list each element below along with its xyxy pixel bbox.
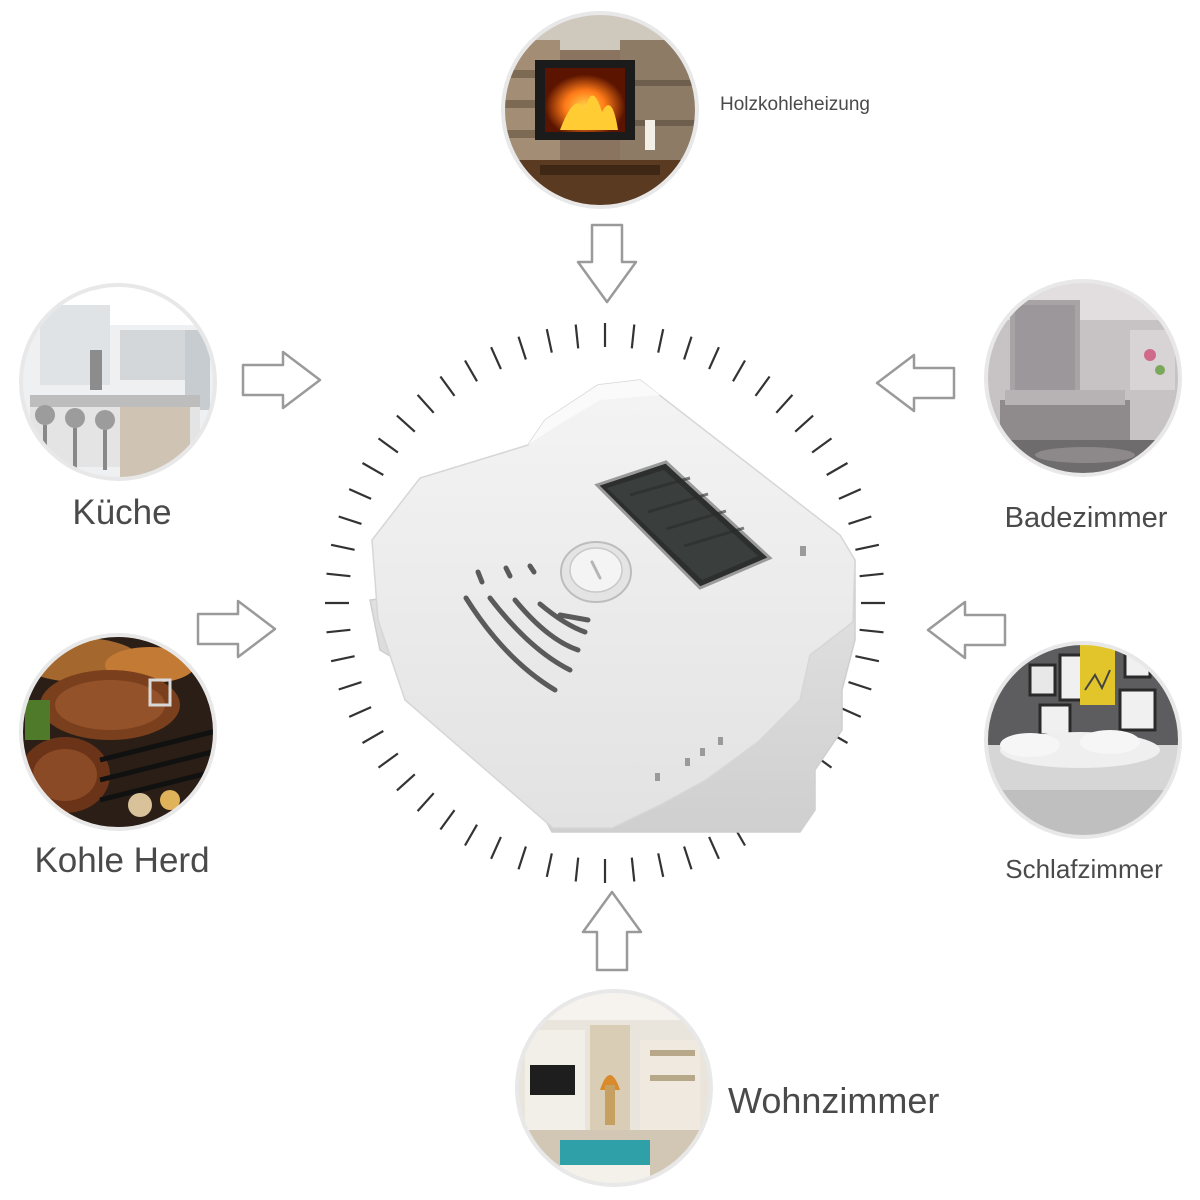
lcd-display xyxy=(594,460,773,590)
ring-tick xyxy=(416,792,435,812)
ring-tick xyxy=(439,375,456,397)
ring-tick xyxy=(439,809,456,831)
ring-tick xyxy=(826,462,849,476)
ring-tick xyxy=(574,324,580,349)
power-icon xyxy=(590,560,602,580)
label-wohnzimmer: Wohnzimmer xyxy=(728,1080,939,1121)
location-left-upper: Küche xyxy=(19,283,217,532)
label-schlafzimmer: Schlafzimmer xyxy=(1005,854,1163,884)
ring-tick xyxy=(657,853,665,878)
ring-tick xyxy=(838,488,862,500)
grill-icon xyxy=(21,635,215,829)
arrow-left-right-lower xyxy=(926,600,1007,660)
ring-tick xyxy=(848,681,872,691)
ring-tick xyxy=(732,359,746,382)
ring-tick xyxy=(330,543,355,551)
label-kueche: Küche xyxy=(72,493,171,532)
location-left-lower: Kohle Herd xyxy=(19,633,217,880)
ring-tick xyxy=(416,394,435,414)
speaker-grille xyxy=(463,563,591,693)
ring-tick xyxy=(490,346,502,370)
ring-tick xyxy=(330,655,355,663)
ring-tick xyxy=(855,655,880,663)
ring-tick xyxy=(683,846,693,870)
indicator-dots xyxy=(655,546,806,781)
ring-tick xyxy=(348,706,372,718)
location-right-upper: Badezimmer xyxy=(984,279,1182,534)
ring-tick xyxy=(517,846,527,870)
living-room-icon xyxy=(517,991,711,1185)
label-kohle-herd: Kohle Herd xyxy=(34,841,209,880)
ring-tick xyxy=(848,515,872,525)
arrow-left-right-upper xyxy=(875,353,956,413)
ring-tick xyxy=(338,515,362,525)
location-right-lower: Schlafzimmer xyxy=(984,641,1182,884)
co-detector-device xyxy=(369,379,856,833)
ring-tick xyxy=(348,488,372,500)
ring-tick xyxy=(574,857,580,882)
ring-tick xyxy=(490,836,502,860)
location-bottom: Wohnzimmer xyxy=(515,989,939,1187)
ring-tick xyxy=(683,336,693,360)
arrow-right-left-upper xyxy=(241,350,322,410)
ring-tick xyxy=(708,836,720,860)
ring-tick xyxy=(630,857,636,882)
ring-tick xyxy=(545,328,553,353)
ring-tick xyxy=(464,824,478,847)
ring-tick xyxy=(326,628,351,634)
bedroom-icon xyxy=(986,643,1180,837)
ring-tick xyxy=(396,414,416,433)
label-badezimmer: Badezimmer xyxy=(1005,502,1168,534)
ring-tick xyxy=(545,853,553,878)
ring-tick xyxy=(794,414,814,433)
ring-tick xyxy=(326,572,351,578)
ring-tick xyxy=(377,437,399,454)
arrow-down-top xyxy=(576,223,638,304)
ring-tick xyxy=(338,681,362,691)
ring-tick xyxy=(630,324,636,349)
ring-tick xyxy=(517,336,527,360)
ring-tick xyxy=(361,730,384,744)
ring-tick xyxy=(361,462,384,476)
ring-tick xyxy=(855,543,880,551)
ring-tick xyxy=(396,773,416,792)
location-top: Holzkohleheizung xyxy=(501,11,870,209)
label-holzkohleheizung: Holzkohleheizung xyxy=(720,94,870,115)
ring-tick xyxy=(464,359,478,382)
ring-tick xyxy=(754,375,771,397)
ring-tick xyxy=(859,628,884,634)
ring-tick xyxy=(657,328,665,353)
ring-tick xyxy=(708,346,720,370)
kitchen-icon xyxy=(21,285,215,479)
ring-tick xyxy=(811,437,833,454)
ring-tick xyxy=(377,752,399,769)
arrow-up-bottom xyxy=(581,890,643,972)
ring-tick xyxy=(775,394,794,414)
test-button[interactable] xyxy=(560,541,632,603)
arrow-right-left-lower xyxy=(196,599,277,659)
ring-tick xyxy=(859,572,884,578)
